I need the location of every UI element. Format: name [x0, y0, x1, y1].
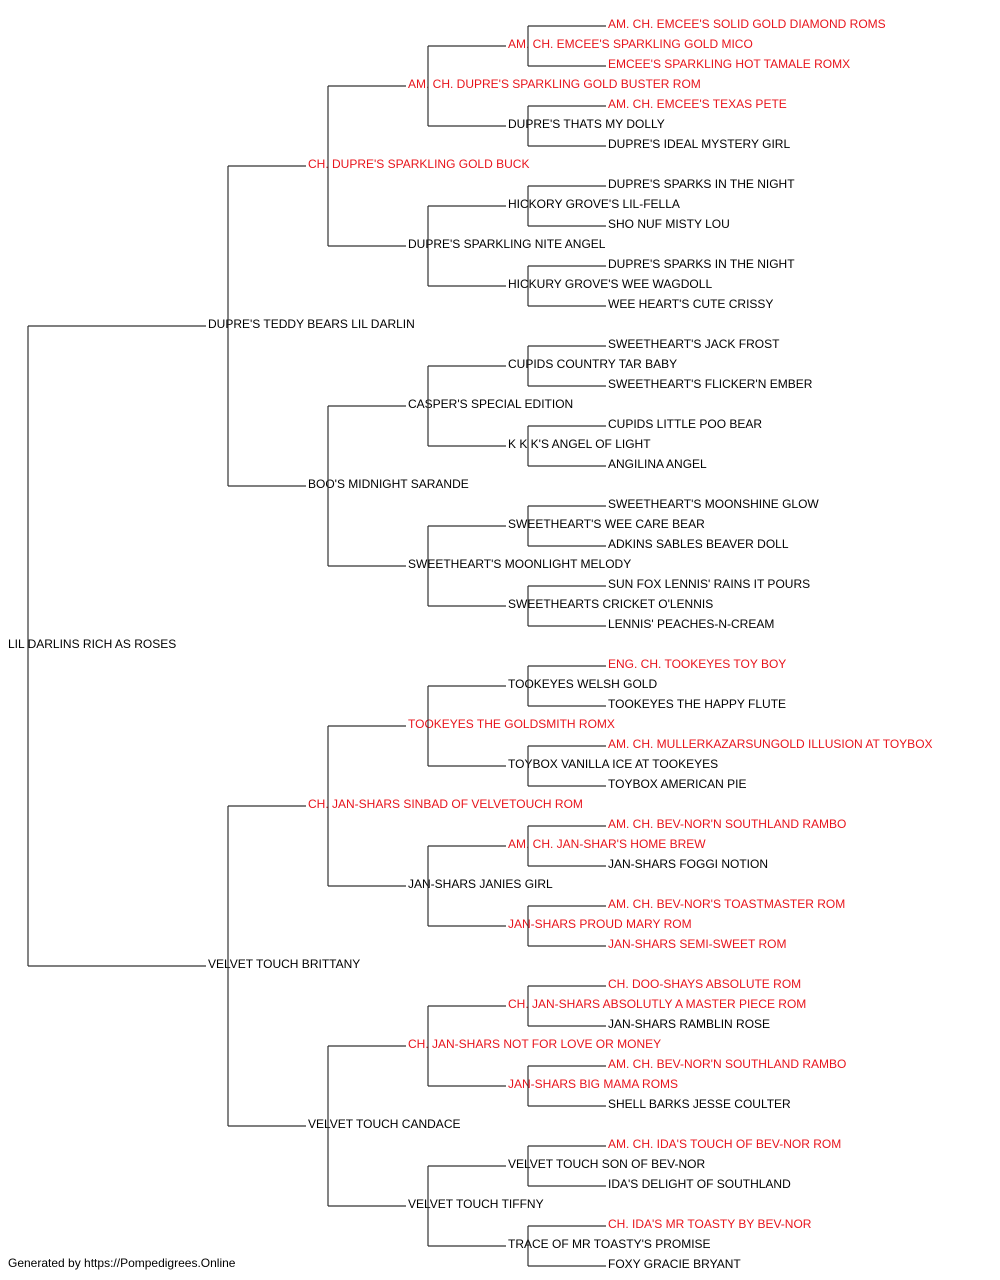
champion-dog-name[interactable]: AM. CH. EMCEE'S SOLID GOLD DIAMOND ROMS: [608, 17, 886, 31]
champion-dog-name[interactable]: TOOKEYES THE GOLDSMITH ROMX: [408, 717, 615, 731]
dog-name[interactable]: DUPRE'S THATS MY DOLLY: [508, 117, 665, 131]
dog-name[interactable]: ADKINS SABLES BEAVER DOLL: [608, 537, 789, 551]
dog-name[interactable]: TRACE OF MR TOASTY'S PROMISE: [508, 1237, 711, 1251]
dog-name[interactable]: TOOKEYES WELSH GOLD: [508, 677, 657, 691]
dog-name[interactable]: SWEETHEART'S WEE CARE BEAR: [508, 517, 705, 531]
dog-name[interactable]: LENNIS' PEACHES-N-CREAM: [608, 617, 774, 631]
champion-dog-name[interactable]: EMCEE'S SPARKLING HOT TAMALE ROMX: [608, 57, 850, 71]
dog-name[interactable]: DUPRE'S IDEAL MYSTERY GIRL: [608, 137, 790, 151]
dog-name[interactable]: SWEETHEARTS CRICKET O'LENNIS: [508, 597, 713, 611]
dog-name[interactable]: DUPRE'S SPARKS IN THE NIGHT: [608, 177, 795, 191]
dog-name[interactable]: TOYBOX AMERICAN PIE: [608, 777, 746, 791]
champion-dog-name[interactable]: AM. CH. BEV-NOR'N SOUTHLAND RAMBO: [608, 1057, 846, 1071]
dog-name[interactable]: ANGILINA ANGEL: [608, 457, 707, 471]
dog-name[interactable]: HICKORY GROVE'S LIL-FELLA: [508, 197, 680, 211]
dog-name[interactable]: VELVET TOUCH SON OF BEV-NOR: [508, 1157, 705, 1171]
dog-name[interactable]: K K K'S ANGEL OF LIGHT: [508, 437, 651, 451]
champion-dog-name[interactable]: AM. CH. MULLERKAZARSUNGOLD ILLUSION AT T…: [608, 737, 933, 751]
dog-name[interactable]: JAN-SHARS FOGGI NOTION: [608, 857, 768, 871]
footer-credit: Generated by https://Pompedigrees.Online: [8, 1256, 236, 1270]
dog-name[interactable]: BOO'S MIDNIGHT SARANDE: [308, 477, 469, 491]
champion-dog-name[interactable]: JAN-SHARS BIG MAMA ROMS: [508, 1077, 678, 1091]
dog-name[interactable]: JAN-SHARS JANIES GIRL: [408, 877, 553, 891]
dog-name[interactable]: CASPER'S SPECIAL EDITION: [408, 397, 573, 411]
dog-name[interactable]: TOYBOX VANILLA ICE AT TOOKEYES: [508, 757, 718, 771]
dog-name[interactable]: SWEETHEART'S JACK FROST: [608, 337, 780, 351]
dog-name[interactable]: VELVET TOUCH CANDACE: [308, 1117, 460, 1131]
champion-dog-name[interactable]: CH. DOO-SHAYS ABSOLUTE ROM: [608, 977, 801, 991]
dog-name[interactable]: DUPRE'S TEDDY BEARS LIL DARLIN: [208, 317, 415, 331]
dog-name[interactable]: DUPRE'S SPARKS IN THE NIGHT: [608, 257, 795, 271]
champion-dog-name[interactable]: CH. IDA'S MR TOASTY BY BEV-NOR: [608, 1217, 812, 1231]
champion-dog-name[interactable]: AM. CH. EMCEE'S SPARKLING GOLD MICO: [508, 37, 753, 51]
champion-dog-name[interactable]: JAN-SHARS SEMI-SWEET ROM: [608, 937, 786, 951]
champion-dog-name[interactable]: CH. DUPRE'S SPARKLING GOLD BUCK: [308, 157, 529, 171]
champion-dog-name[interactable]: AM. CH. BEV-NOR'N SOUTHLAND RAMBO: [608, 817, 846, 831]
champion-dog-name[interactable]: AM. CH. BEV-NOR'S TOASTMASTER ROM: [608, 897, 845, 911]
champion-dog-name[interactable]: CH. JAN-SHARS SINBAD OF VELVETOUCH ROM: [308, 797, 583, 811]
dog-name[interactable]: IDA'S DELIGHT OF SOUTHLAND: [608, 1177, 791, 1191]
dog-name[interactable]: LIL DARLINS RICH AS ROSES: [8, 637, 176, 651]
champion-dog-name[interactable]: AM. CH. EMCEE'S TEXAS PETE: [608, 97, 787, 111]
champion-dog-name[interactable]: ENG. CH. TOOKEYES TOY BOY: [608, 657, 786, 671]
dog-name[interactable]: WEE HEART'S CUTE CRISSY: [608, 297, 773, 311]
dog-name[interactable]: SWEETHEART'S FLICKER'N EMBER: [608, 377, 813, 391]
champion-dog-name[interactable]: JAN-SHARS PROUD MARY ROM: [508, 917, 692, 931]
dog-name[interactable]: FOXY GRACIE BRYANT: [608, 1257, 741, 1271]
champion-dog-name[interactable]: CH. JAN-SHARS ABSOLUTLY A MASTER PIECE R…: [508, 997, 806, 1011]
dog-name[interactable]: TOOKEYES THE HAPPY FLUTE: [608, 697, 786, 711]
dog-name[interactable]: DUPRE'S SPARKLING NITE ANGEL: [408, 237, 606, 251]
champion-dog-name[interactable]: AM. CH. DUPRE'S SPARKLING GOLD BUSTER RO…: [408, 77, 701, 91]
dog-name[interactable]: SWEETHEART'S MOONSHINE GLOW: [608, 497, 819, 511]
champion-dog-name[interactable]: AM. CH. JAN-SHAR'S HOME BREW: [508, 837, 706, 851]
dog-name[interactable]: CUPIDS COUNTRY TAR BABY: [508, 357, 677, 371]
dog-name[interactable]: SWEETHEART'S MOONLIGHT MELODY: [408, 557, 631, 571]
dog-name[interactable]: CUPIDS LITTLE POO BEAR: [608, 417, 762, 431]
champion-dog-name[interactable]: AM. CH. IDA'S TOUCH OF BEV-NOR ROM: [608, 1137, 841, 1151]
dog-name[interactable]: SHELL BARKS JESSE COULTER: [608, 1097, 791, 1111]
dog-name[interactable]: VELVET TOUCH TIFFNY: [408, 1197, 544, 1211]
dog-name[interactable]: VELVET TOUCH BRITTANY: [208, 957, 360, 971]
dog-name[interactable]: SHO NUF MISTY LOU: [608, 217, 730, 231]
dog-name[interactable]: JAN-SHARS RAMBLIN ROSE: [608, 1017, 770, 1031]
champion-dog-name[interactable]: CH. JAN-SHARS NOT FOR LOVE OR MONEY: [408, 1037, 661, 1051]
dog-name[interactable]: HICKURY GROVE'S WEE WAGDOLL: [508, 277, 712, 291]
dog-name[interactable]: SUN FOX LENNIS' RAINS IT POURS: [608, 577, 810, 591]
